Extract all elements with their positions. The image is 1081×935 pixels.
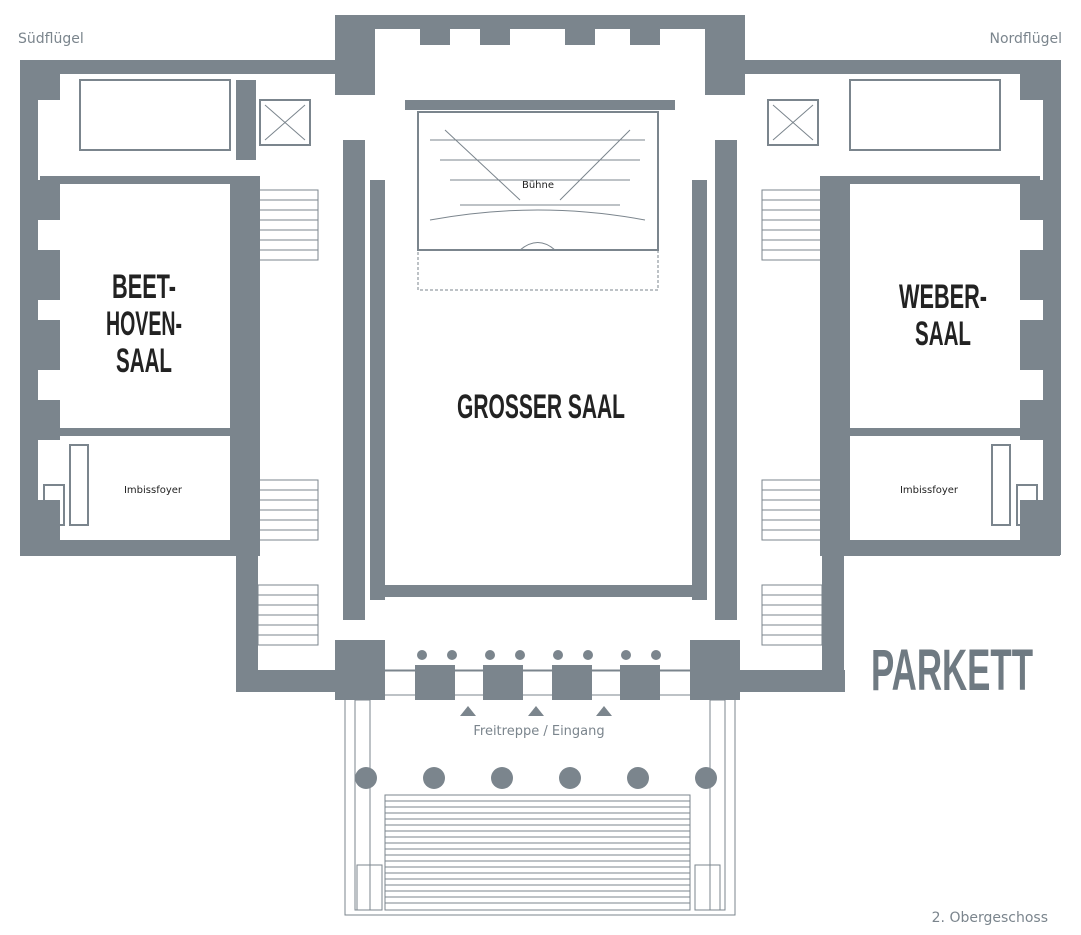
- north-wing-label: Nordflügel: [989, 31, 1062, 47]
- entrance-stairs: [344, 694, 736, 916]
- beethovensaal-label-line2: HOVEN-: [106, 305, 182, 343]
- grosser-saal-label: GROSSER SAAL: [457, 388, 625, 426]
- beethovensaal-label-line1: BEET-: [112, 268, 176, 306]
- webersaal-label-line1: WEBER-: [899, 278, 987, 316]
- stage-label: Bühne: [522, 180, 554, 191]
- imbissfoyer-north-label: Imbissfoyer: [900, 485, 959, 496]
- north-wing: [735, 60, 1061, 692]
- central-block: [335, 15, 745, 716]
- level-label: PARKETT: [871, 638, 1033, 703]
- beethovensaal-label-line3: SAAL: [116, 342, 172, 380]
- entrance-label: Freitreppe / Eingang: [473, 724, 604, 739]
- south-wing-label: Südflügel: [18, 31, 84, 47]
- webersaal-label-line2: SAAL: [915, 315, 971, 353]
- floor-label: 2. Obergeschoss: [932, 910, 1048, 926]
- south-wing: [20, 60, 346, 692]
- imbissfoyer-south-label: Imbissfoyer: [124, 485, 183, 496]
